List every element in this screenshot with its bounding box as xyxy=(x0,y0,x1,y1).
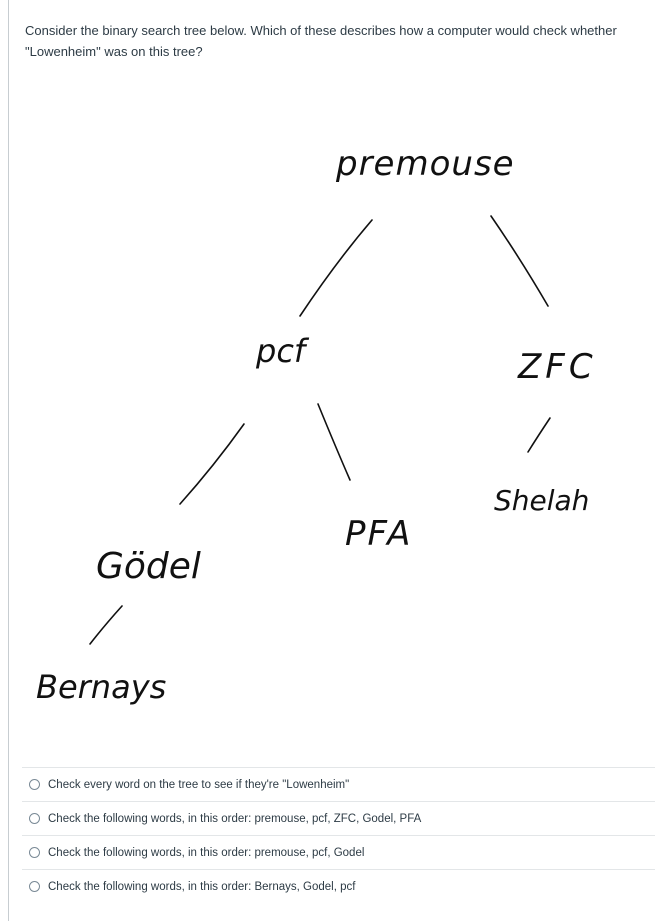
node-zfc: ZFC xyxy=(517,347,597,387)
node-godel: Gödel xyxy=(96,546,201,587)
page-left-border xyxy=(8,0,9,921)
node-pcf: pcf xyxy=(255,332,310,370)
answer-label: Check the following words, in this order… xyxy=(48,812,422,825)
radio-button[interactable] xyxy=(29,779,40,790)
answer-option[interactable]: Check the following words, in this order… xyxy=(22,869,655,903)
edge-premouse-pcf xyxy=(299,219,373,317)
node-bernays: Bernays xyxy=(36,668,166,706)
edge-premouse-zfc xyxy=(490,215,549,307)
edge-zfc-shelah xyxy=(527,417,551,453)
edge-pcf-godel xyxy=(179,423,245,505)
node-pfa: PFA xyxy=(345,514,412,554)
question-text: Consider the binary search tree below. W… xyxy=(25,23,617,59)
answer-label: Check every word on the tree to see if t… xyxy=(48,778,350,791)
node-shelah: Shelah xyxy=(494,484,589,517)
node-premouse: premouse xyxy=(335,144,515,184)
binary-search-tree-figure: premouse pcf ZFC Gödel PFA Shelah Bernay… xyxy=(36,144,597,706)
answer-option[interactable]: Check every word on the tree to see if t… xyxy=(22,767,655,801)
answer-option[interactable]: Check the following words, in this order… xyxy=(22,801,655,835)
radio-button[interactable] xyxy=(29,813,40,824)
answer-label: Check the following words, in this order… xyxy=(48,846,365,859)
radio-button[interactable] xyxy=(29,881,40,892)
edge-pcf-pfa xyxy=(317,403,351,481)
radio-button[interactable] xyxy=(29,847,40,858)
answer-label: Check the following words, in this order… xyxy=(48,880,356,893)
edge-godel-bernays xyxy=(89,605,123,645)
answer-options: Check every word on the tree to see if t… xyxy=(22,767,655,903)
answer-option[interactable]: Check the following words, in this order… xyxy=(22,835,655,869)
